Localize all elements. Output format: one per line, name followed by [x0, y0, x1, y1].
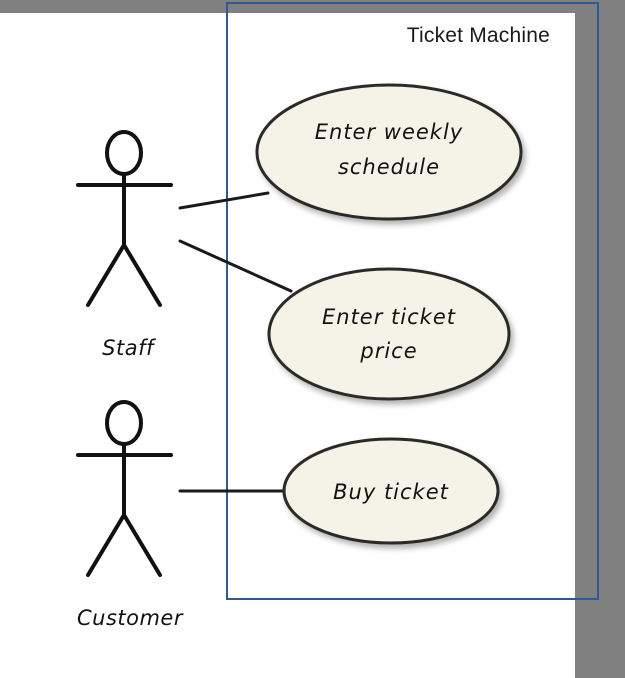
stick-figure-icon	[76, 400, 173, 577]
actor-customer[interactable]: Customer	[76, 400, 184, 630]
system-boundary-box[interactable]	[226, 2, 599, 600]
use-case-label-line-1: Buy ticket	[333, 480, 449, 504]
use-case-label-line-1: Enter weekly	[315, 120, 463, 144]
use-case-label-line-2: price	[359, 339, 417, 363]
use-case-ellipse	[267, 267, 511, 401]
use-case-ellipse	[255, 83, 523, 221]
actor-label: Customer	[77, 606, 184, 630]
actor-staff[interactable]: Staff	[76, 130, 173, 360]
use-case-label-line-1: Enter ticket	[322, 305, 456, 329]
use-case-enter-ticket-price[interactable]: Enter ticket price	[267, 267, 511, 401]
use-case-enter-weekly-schedule[interactable]: Enter weekly schedule	[255, 83, 523, 221]
use-case-buy-ticket[interactable]: Buy ticket	[282, 437, 500, 545]
use-case-ellipse	[282, 437, 500, 545]
association-staff-enter-weekly-schedule[interactable]	[178, 191, 270, 210]
actor-label: Staff	[102, 336, 157, 360]
system-boundary-title: Ticket Machine	[406, 24, 550, 47]
window-chrome-right	[575, 0, 625, 678]
use-case-label-line-2: schedule	[338, 155, 440, 179]
association-staff-enter-ticket-price[interactable]	[178, 239, 293, 293]
association-lines	[178, 191, 293, 493]
stick-figure-icon	[76, 130, 173, 307]
